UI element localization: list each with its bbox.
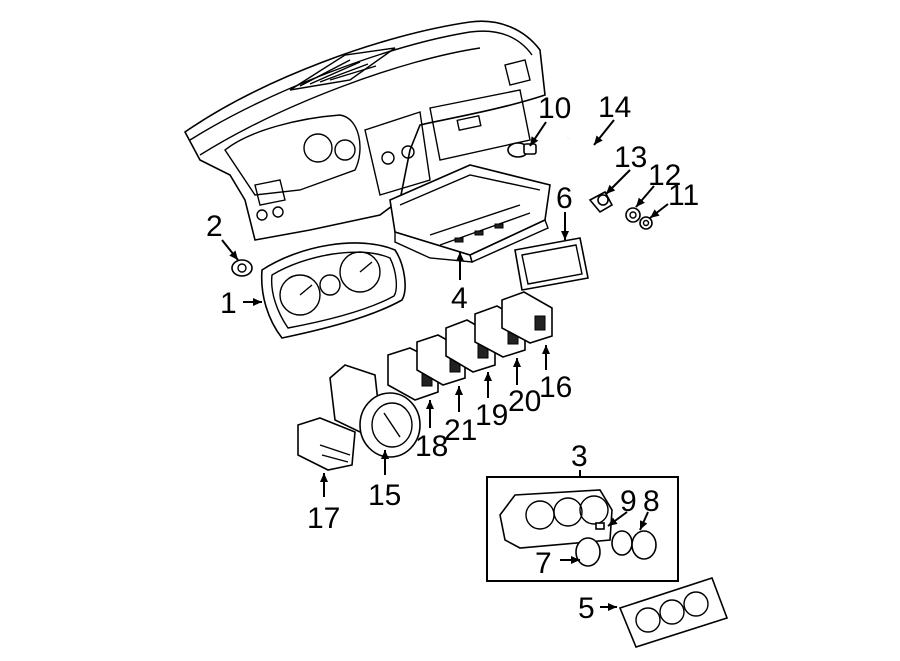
callout-15: 15 bbox=[368, 479, 401, 512]
bulb-socket bbox=[231, 259, 253, 277]
callout-14: 14 bbox=[598, 91, 631, 124]
trim-bezel bbox=[514, 237, 589, 291]
aspirator-hose bbox=[567, 133, 602, 191]
nut bbox=[639, 216, 653, 230]
grommet bbox=[625, 207, 641, 223]
callout-4: 4 bbox=[451, 282, 468, 315]
callout-1: 1 bbox=[220, 287, 237, 320]
face-plate bbox=[618, 577, 729, 648]
aspirator-fitting bbox=[588, 190, 614, 214]
leader-lines bbox=[221, 119, 669, 611]
callout-8: 8 bbox=[643, 485, 660, 518]
instrument-cluster bbox=[260, 242, 406, 339]
control-panel-box bbox=[486, 476, 679, 582]
callout-9: 9 bbox=[620, 485, 637, 518]
dashboard-panel bbox=[183, 20, 546, 241]
callout-13: 13 bbox=[614, 141, 647, 174]
callout-2: 2 bbox=[206, 210, 223, 243]
callout-12: 12 bbox=[648, 159, 681, 192]
headlamp-switch bbox=[329, 364, 421, 458]
callout-16: 16 bbox=[539, 371, 572, 404]
switch-module bbox=[297, 417, 356, 471]
callout-3: 3 bbox=[571, 440, 588, 473]
callout-6: 6 bbox=[556, 182, 573, 215]
callout-5: 5 bbox=[578, 592, 595, 625]
callout-10: 10 bbox=[538, 92, 571, 125]
callout-21: 21 bbox=[444, 414, 477, 447]
climate-control-unit bbox=[389, 164, 551, 263]
callout-7: 7 bbox=[535, 547, 552, 580]
callout-labels: 1 2 3 4 5 6 7 8 9 10 11 12 13 14 15 16 1… bbox=[206, 91, 699, 625]
callout-11: 11 bbox=[668, 179, 699, 212]
callout-18: 18 bbox=[415, 430, 448, 463]
callout-17: 17 bbox=[307, 502, 340, 535]
callout-19: 19 bbox=[475, 399, 508, 432]
switch-16 bbox=[501, 291, 553, 344]
callout-20: 20 bbox=[508, 385, 541, 418]
